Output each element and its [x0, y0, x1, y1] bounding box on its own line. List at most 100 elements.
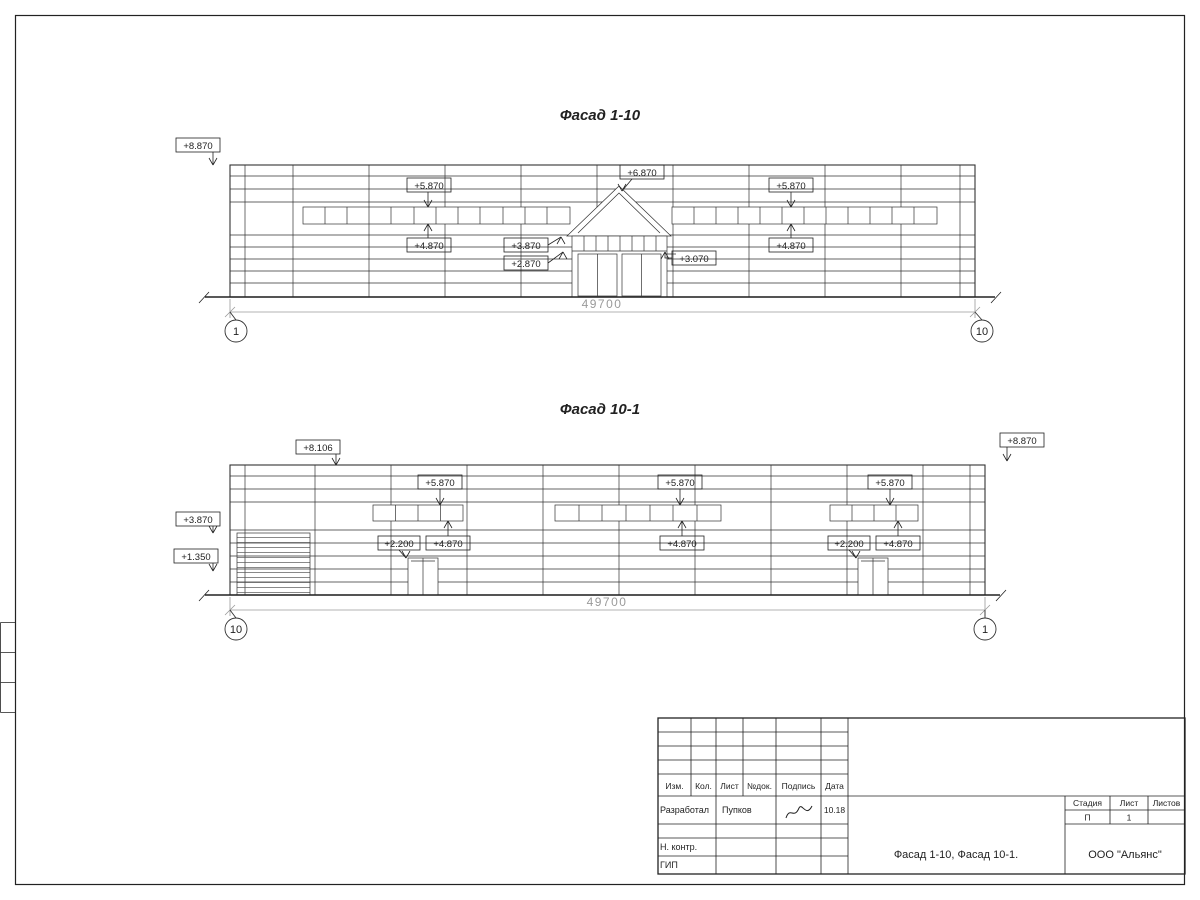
elevation-box — [406, 237, 452, 253]
panel-joints — [244, 165, 961, 297]
ground-end-marks — [198, 291, 1002, 304]
titleblock-col-izm: Изм. — [665, 781, 683, 791]
elevation-box — [175, 511, 221, 527]
organization-name: ООО "Альянс" — [1088, 849, 1162, 861]
dimension-label: 49700 — [587, 595, 628, 609]
door-1-detail — [411, 558, 435, 595]
titleblock-col-ndok: №док. — [747, 781, 772, 791]
facade-bottom-building — [229, 464, 986, 596]
titleblock-col-list: Лист — [720, 781, 739, 791]
title-block-right-lines — [848, 795, 1185, 874]
window-band-right — [671, 206, 938, 225]
title-block — [657, 717, 1186, 875]
elevation-label: +5.870 — [776, 181, 805, 192]
titleblock-col-data: Дата — [825, 781, 844, 791]
elevation-arrow-icon — [558, 251, 568, 260]
elevation-label: +5.870 — [665, 478, 694, 489]
facade-top-axes — [224, 311, 994, 343]
titleblock-col-kol: Кол. — [695, 781, 712, 791]
leader-line — [621, 178, 633, 192]
axis-bubble — [224, 617, 248, 641]
facade-bottom-elevation-marks — [173, 432, 1045, 572]
elevation-label: +8.106 — [303, 443, 332, 454]
razrabotal-name: Пупков — [722, 805, 752, 815]
stage-label: Стадия — [1073, 798, 1102, 808]
leader-line — [664, 252, 672, 259]
window-band-3-mullions — [851, 505, 897, 521]
elevation-arrow-icon — [556, 236, 566, 245]
louver-grille — [236, 532, 311, 596]
elevation-box — [999, 432, 1045, 448]
axis-bubble — [224, 319, 248, 343]
elevation-label: +8.870 — [183, 141, 212, 152]
elevation-box — [173, 548, 219, 564]
facade-bottom-axes — [224, 609, 997, 641]
frame-border — [14, 14, 1186, 886]
window-band-1-mullions — [395, 505, 441, 521]
gip-label: ГИП — [660, 860, 678, 870]
elevation-label: +5.870 — [425, 478, 454, 489]
elevation-label: +5.870 — [875, 478, 904, 489]
elevation-label: +8.870 — [1007, 436, 1036, 447]
leader-line — [547, 236, 562, 246]
elevation-label: +3.870 — [183, 515, 212, 526]
frame-margin-boxes — [0, 622, 16, 713]
razrabotal-label: Разработал — [660, 805, 709, 815]
axis-leaders — [229, 311, 983, 321]
facade-top-elevation-marks — [175, 137, 814, 271]
elevation-label: +4.870 — [667, 539, 696, 550]
sheet-label: Лист — [1120, 798, 1139, 808]
window-band-right-mullions — [693, 207, 915, 224]
elevation-box — [619, 164, 665, 180]
elevation-label: +5.870 — [414, 181, 443, 192]
leader-line — [547, 251, 564, 264]
elevation-label: +3.870 — [511, 241, 540, 252]
sheet-value: 1 — [1127, 813, 1132, 823]
window-band-left-mullions — [324, 207, 548, 224]
entrance-block — [571, 235, 668, 298]
door-2-detail — [861, 558, 885, 595]
elevation-label: +4.870 — [883, 539, 912, 550]
elevation-label: +2.870 — [511, 259, 540, 270]
titleblock-col-podpis: Подпись — [782, 781, 816, 791]
axis-bubble — [973, 617, 997, 641]
facade-top-title: Фасад 1-10 — [560, 107, 641, 124]
window-band-2 — [554, 504, 722, 522]
elevation-label: +3.070 — [679, 254, 708, 265]
axis-label: 10 — [976, 326, 988, 338]
elevation-label: +4.870 — [414, 241, 443, 252]
dimension-label: 49700 — [582, 297, 623, 311]
entrance-gable-inner — [577, 192, 661, 234]
facade-10-1: Фасад 10-1 — [173, 401, 1045, 641]
sheet-frame — [0, 14, 1186, 886]
razrabotal-date: 10.18 — [824, 805, 846, 815]
entrance-transom — [572, 236, 667, 252]
nkontr-label: Н. контр. — [660, 842, 697, 852]
axis-label: 1 — [233, 326, 239, 338]
axis-label: 1 — [982, 624, 988, 636]
elevation-box — [175, 137, 221, 153]
title-block-column-lines — [690, 718, 849, 874]
facade-1-10: Фасад 1-10 — [175, 107, 1002, 343]
facade-top-building — [229, 164, 976, 298]
elevation-label: +2.200 — [384, 539, 413, 550]
facade-bottom-title: Фасад 10-1 — [560, 401, 640, 418]
elevation-box — [295, 439, 341, 455]
window-band-2-mullions — [578, 505, 698, 521]
title-block-row-lines — [658, 731, 848, 857]
entrance-door-mullions — [597, 253, 676, 296]
siding-lines — [230, 475, 985, 583]
elevation-label: +1.350 — [181, 552, 210, 563]
sheets-label: Листов — [1153, 798, 1181, 808]
window-band-left — [302, 206, 571, 225]
elevation-box — [406, 177, 452, 193]
elevation-label: +4.870 — [433, 539, 462, 550]
panel-joints — [244, 465, 971, 595]
axis-bubble — [970, 319, 994, 343]
stage-value: П — [1084, 813, 1090, 823]
elevation-label: +6.870 — [627, 168, 656, 179]
elevation-label: +4.870 — [776, 241, 805, 252]
ground-end-marks — [198, 589, 1007, 602]
